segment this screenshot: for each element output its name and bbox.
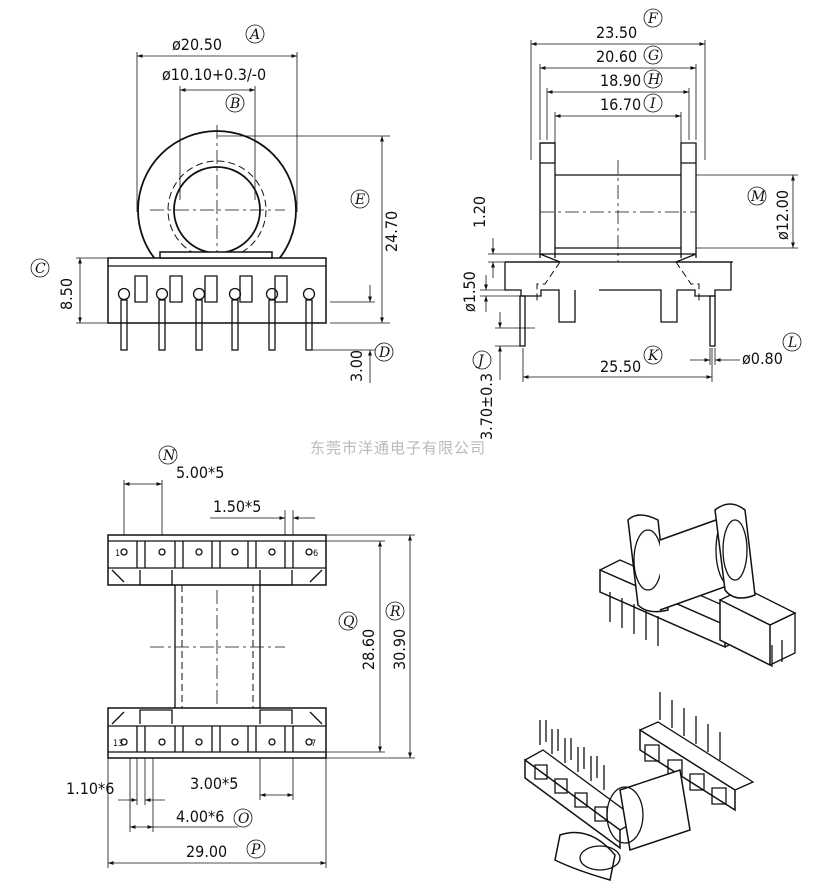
dim-1-50: ø1.50	[460, 271, 479, 312]
isometric-view-bottom	[524, 692, 755, 881]
dim-1-20: 1.20	[470, 196, 489, 228]
callout-k: K	[647, 348, 660, 364]
callout-m: M	[750, 189, 766, 205]
callout-o: O	[238, 811, 250, 827]
callout-d: D	[378, 345, 390, 361]
top-view: 1 6 13 7 5.00*5 N 1.50*5	[66, 445, 415, 868]
pin-number-7: 7	[311, 739, 316, 749]
callout-c: C	[35, 261, 46, 277]
pin-number-1: 1	[115, 549, 120, 559]
dim-r: 30.90	[390, 629, 409, 670]
dim-c: 8.50	[57, 278, 76, 310]
callout-b: B	[229, 96, 240, 112]
callout-j: J	[475, 353, 485, 369]
dim-e: 24.70	[382, 211, 401, 252]
dim-g: 20.60	[596, 47, 637, 66]
dim-j: 3.70±0.3	[477, 373, 496, 440]
pin-number-6: 6	[313, 549, 318, 559]
dim-bottom-left: 1.10*6	[66, 779, 114, 798]
dim-m: ø12.00	[773, 190, 792, 240]
dim-q: 28.60	[359, 629, 378, 670]
dim-top-pitch: 1.50*5	[213, 497, 261, 516]
dim-h: 18.90	[600, 71, 641, 90]
isometric-view-top	[599, 503, 797, 667]
callout-q: Q	[343, 614, 355, 630]
dim-o: 4.00*6	[176, 807, 224, 826]
dim-l: ø0.80	[742, 349, 783, 368]
side-view: 23.50 F 20.60 G 18.90 H 16.70 I ø12.00 M…	[460, 8, 802, 440]
callout-g: G	[648, 48, 659, 64]
dim-b: ø10.10+0.3/-0	[162, 65, 266, 84]
pin-number-13: 13	[113, 739, 123, 749]
callout-a: A	[248, 27, 260, 43]
dim-n: 5.00*5	[176, 463, 224, 482]
dim-k: 25.50	[600, 357, 641, 376]
front-view: ø20.50 A ø10.10+0.3/-0 B 8.50 C 24.70 E …	[30, 24, 401, 383]
callout-p: P	[250, 842, 261, 858]
callout-n: N	[162, 448, 176, 464]
dim-p: 29.00	[186, 842, 227, 861]
dim-d: 3.00	[347, 350, 366, 382]
dim-bottom-pitch: 3.00*5	[190, 774, 238, 793]
dim-i: 16.70	[600, 95, 641, 114]
callout-i: I	[649, 96, 656, 112]
dim-f: 23.50	[596, 23, 637, 42]
dim-a: ø20.50	[172, 35, 222, 54]
company-watermark: 东莞市洋通电子有限公司	[310, 439, 486, 457]
callout-f: F	[647, 11, 659, 27]
callout-e: E	[354, 192, 365, 208]
callout-l: L	[787, 335, 797, 351]
callout-h: H	[647, 72, 661, 88]
callout-r: R	[389, 604, 401, 620]
